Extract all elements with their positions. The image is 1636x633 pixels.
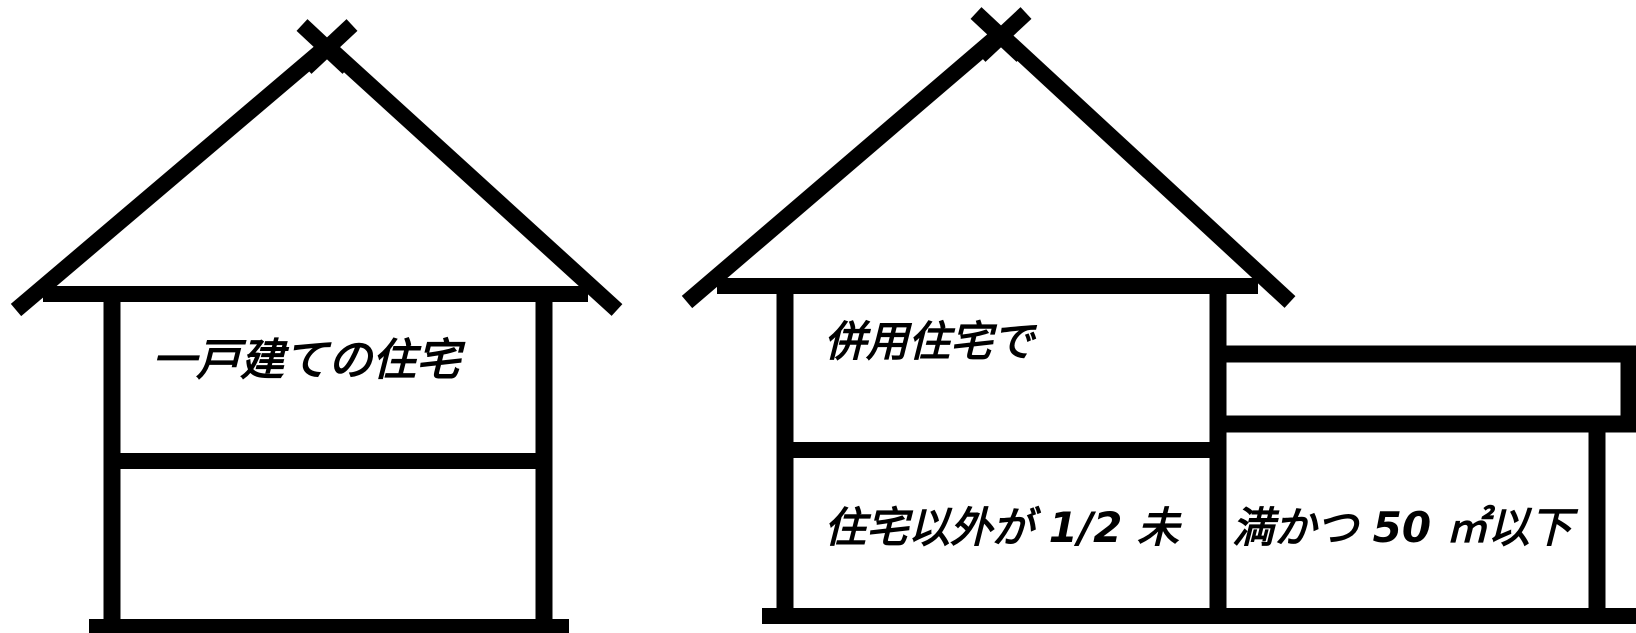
house-b-roof-left [681, 27, 1006, 309]
house-b-roof [681, 7, 1296, 309]
house-a [10, 19, 623, 633]
house-a-roof-left [10, 39, 333, 317]
house-a-roof [10, 19, 623, 317]
house-b-label-bottom-left: 住宅以外が 1/2 未 [824, 503, 1182, 552]
house-a-roof-right [321, 40, 623, 316]
house-a-label: 一戸建ての住宅 [152, 335, 466, 386]
house-b-roof-right [994, 28, 1296, 308]
house-b-roof-cross-2 [974, 7, 1032, 62]
house-b-label-bottom-right: 満かつ 50 ㎡以下 [1232, 503, 1579, 552]
house-a-roof-cross-2 [300, 19, 358, 74]
house-b-label-top: 併用住宅で [824, 317, 1038, 366]
house-b [681, 7, 1636, 624]
